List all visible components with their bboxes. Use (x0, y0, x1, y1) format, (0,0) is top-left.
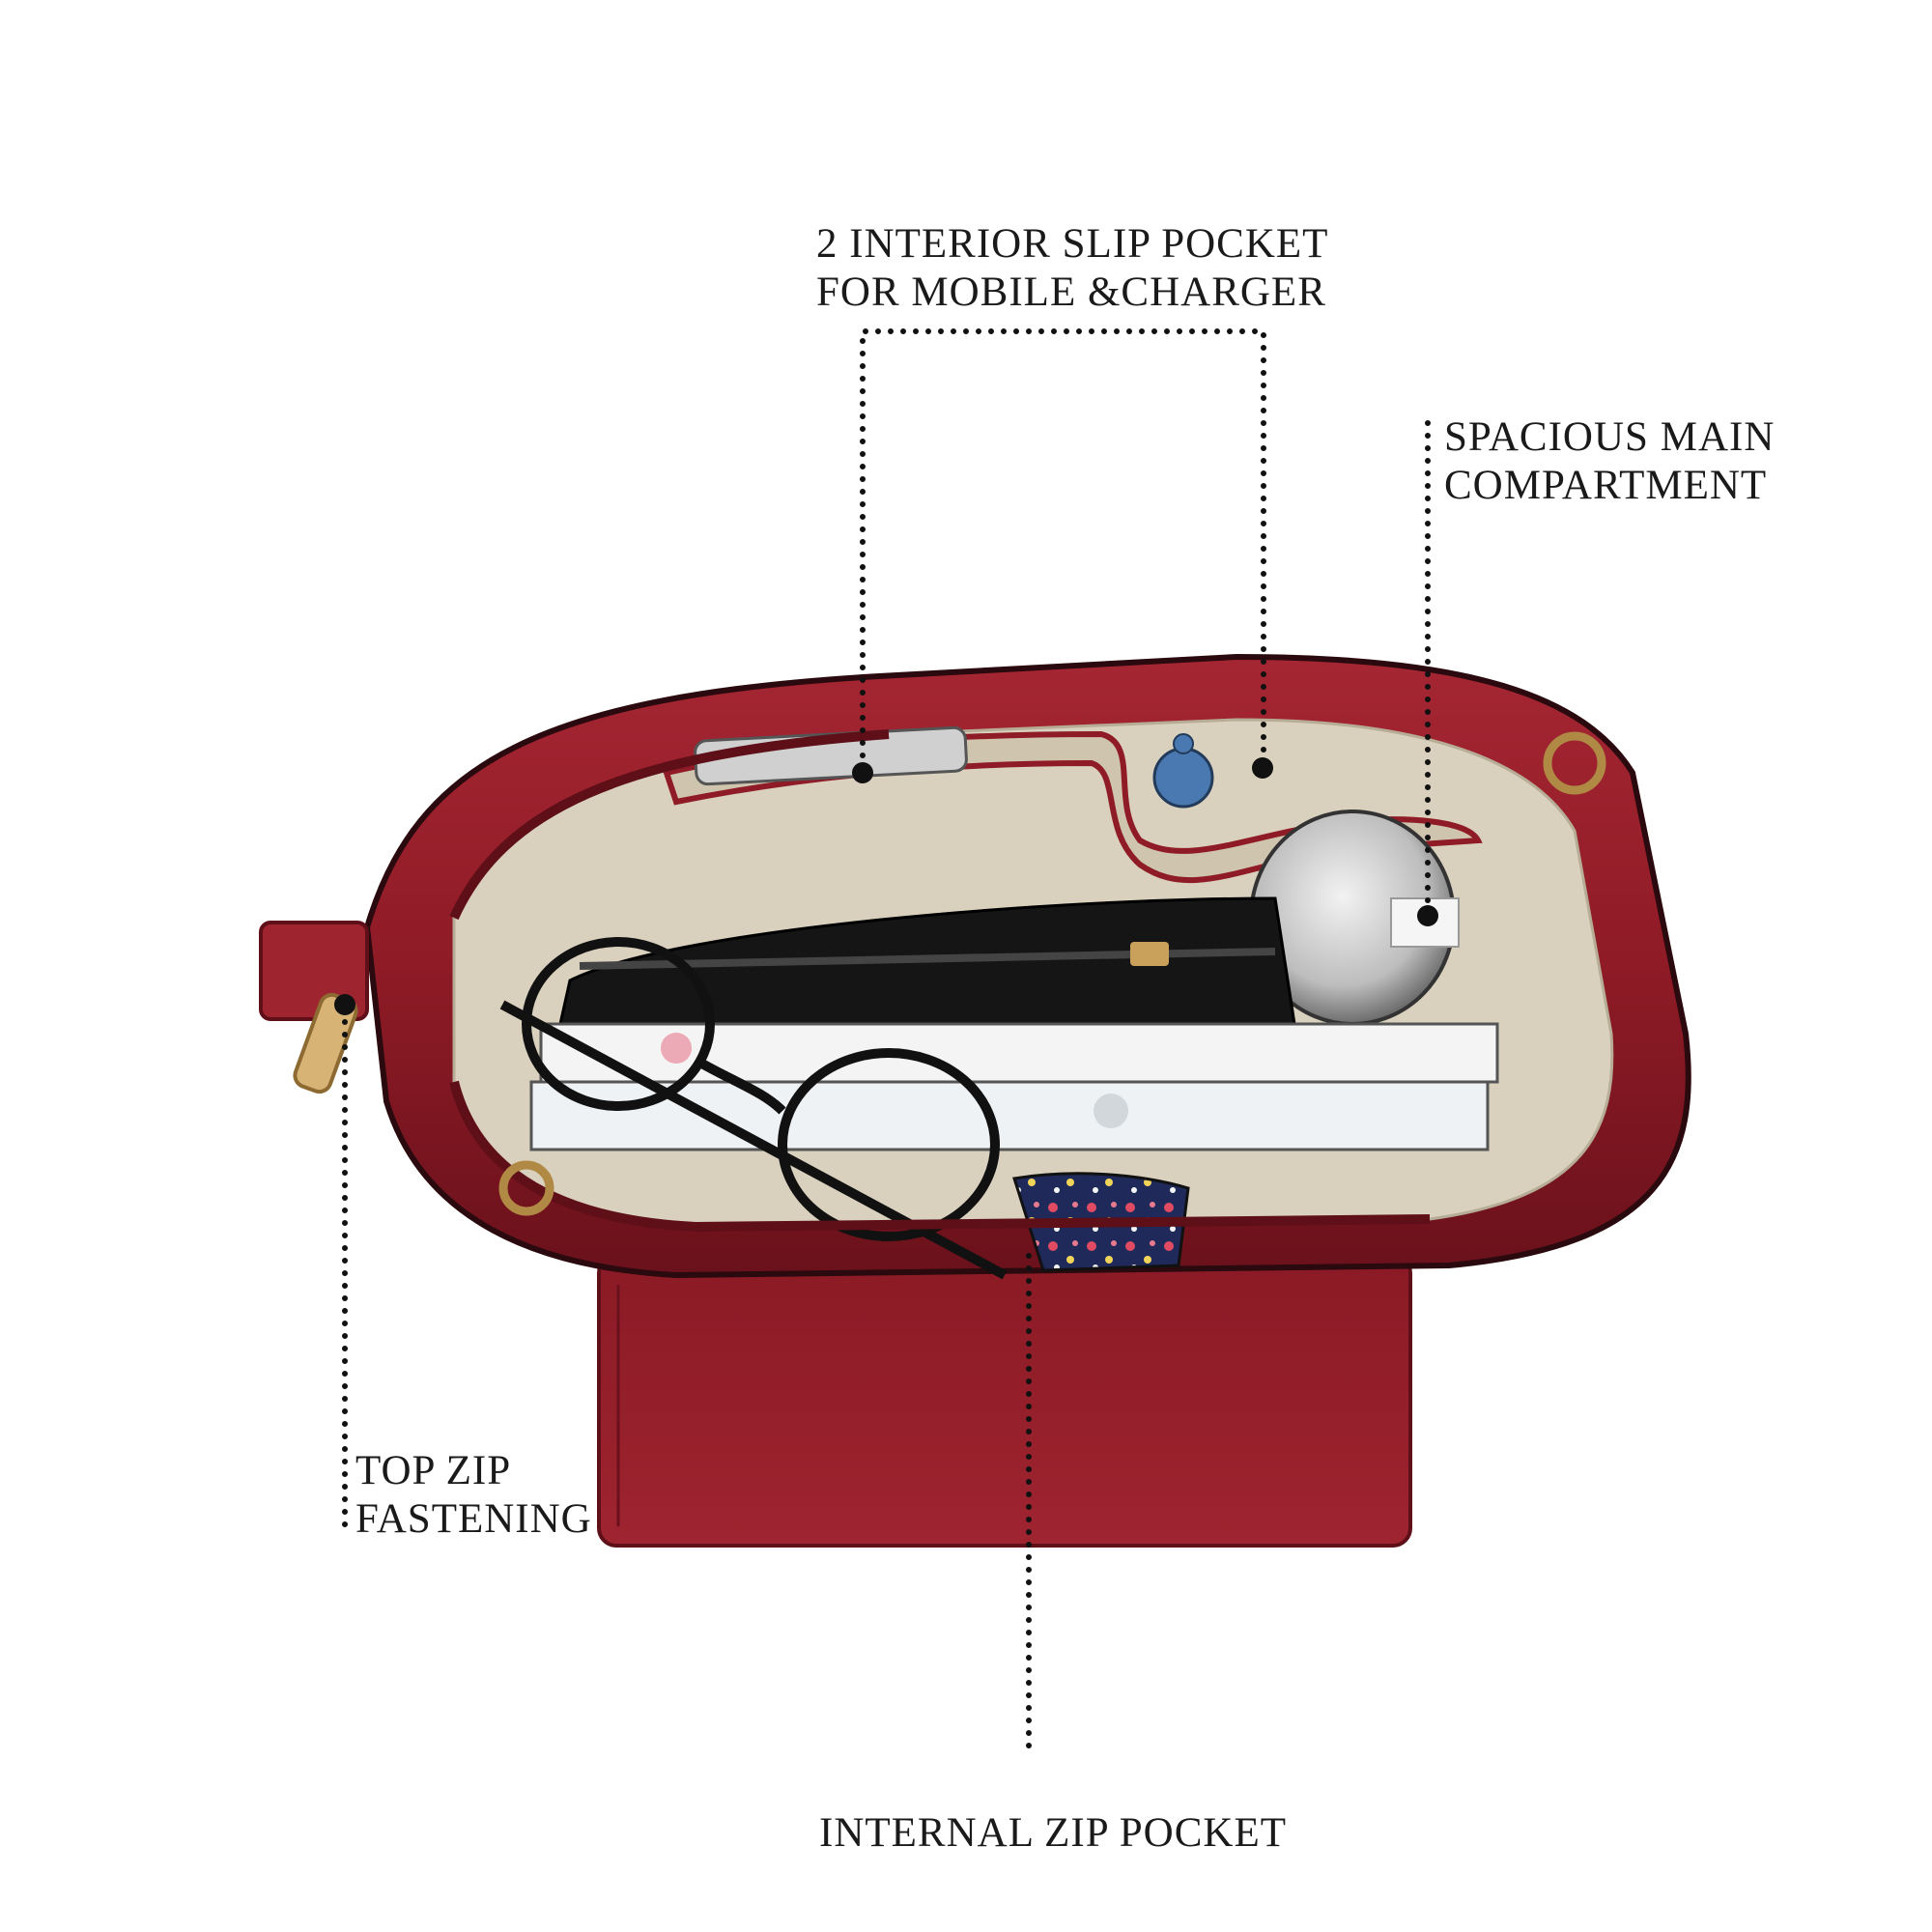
callout-slip-pocket: 2 INTERIOR SLIP POCKET FOR MOBILE &CHARG… (816, 220, 1329, 317)
callout-main-compartment: SPACIOUS MAIN COMPARTMENT (1444, 413, 1775, 510)
hardware-rings (498, 731, 1606, 1216)
callout-lines (342, 328, 1431, 1761)
callout-slip-pocket-line2: FOR MOBILE &CHARGER (816, 270, 1326, 315)
callout-main-compartment-line2: COMPARTMENT (1444, 463, 1768, 508)
black-zip-pouch (558, 896, 1296, 1026)
callout-main-compartment-line1: SPACIOUS MAIN (1444, 414, 1776, 460)
books (529, 1022, 1499, 1151)
glasses (499, 937, 1008, 1280)
callout-top-zip-line2: FASTENING (355, 1496, 592, 1542)
charger-ball (1152, 733, 1214, 809)
callout-slip-pocket-line1: 2 INTERIOR SLIP POCKET (816, 221, 1329, 267)
callout-top-zip-line1: TOP ZIP (355, 1448, 512, 1493)
callout-internal-zip-line1: INTERNAL ZIP POCKET (819, 1810, 1288, 1856)
bag-front-flap (597, 1254, 1412, 1548)
callout-top-zip: TOP ZIP FASTENING (355, 1447, 592, 1544)
callout-internal-zip: INTERNAL ZIP POCKET (819, 1809, 1287, 1858)
top-zip (259, 729, 1431, 1233)
callout-markers (334, 757, 1438, 1015)
